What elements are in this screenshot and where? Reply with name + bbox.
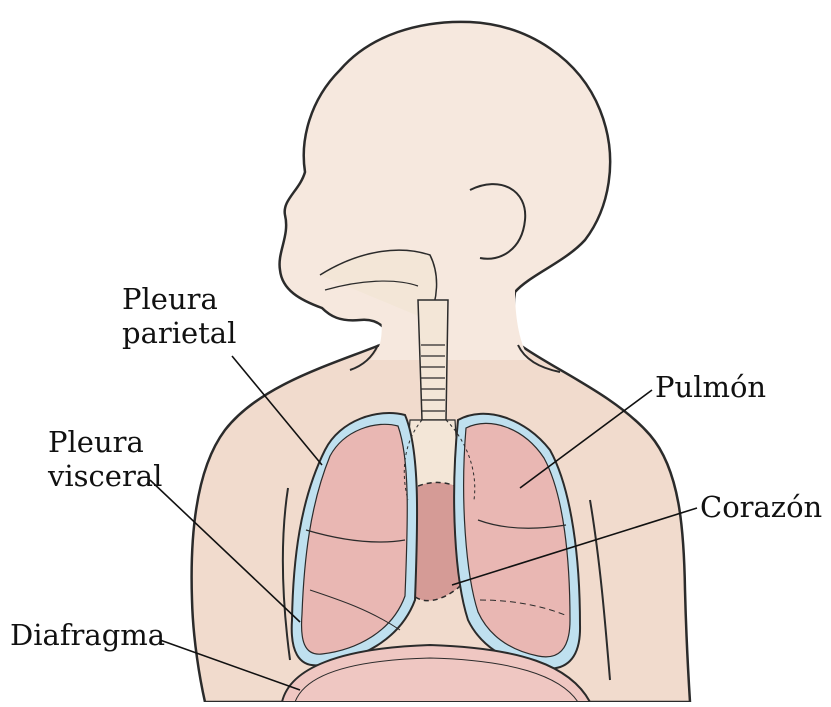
label-corazon: Corazón <box>700 490 822 524</box>
label-pulmon: Pulmón <box>655 370 766 404</box>
label-pleura-parietal-line2: parietal <box>122 316 236 350</box>
trachea <box>418 300 448 420</box>
label-pleura-parietal-line1: Pleura <box>122 282 236 316</box>
label-pleura-parietal: Pleura parietal <box>122 282 236 350</box>
label-pleura-visceral-line2: visceral <box>48 459 162 493</box>
label-pleura-visceral: Pleura visceral <box>48 425 162 493</box>
label-pleura-visceral-line1: Pleura <box>48 425 162 459</box>
label-diafragma: Diafragma <box>10 618 165 652</box>
